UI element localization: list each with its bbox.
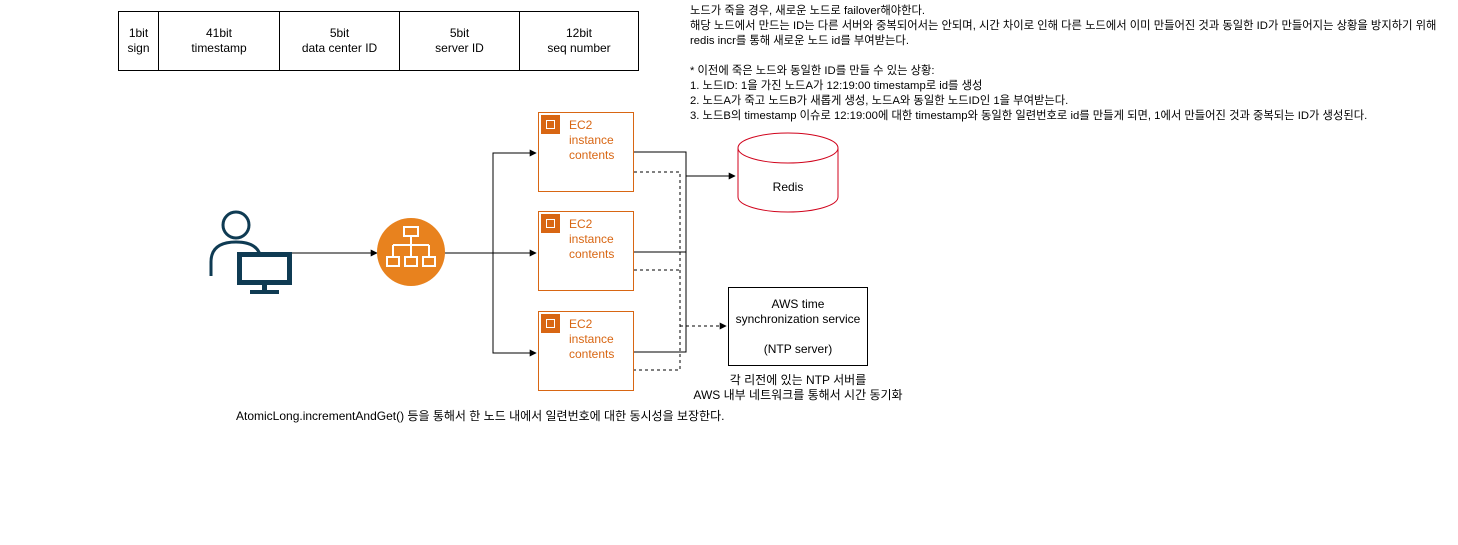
ec2-to-ntp-connector bbox=[634, 171, 681, 371]
ec2-chip-icon bbox=[541, 314, 560, 333]
id-cell-bits: 12bit bbox=[565, 26, 593, 40]
note-line: 2. 노드A가 죽고 노드B가 새롭게 생성, 노드A와 동일한 노드ID인 1… bbox=[690, 95, 1069, 107]
id-cell-bits: 5bit bbox=[329, 26, 350, 40]
aws-time-label: (NTP server) bbox=[763, 341, 833, 356]
id-cell-label: timestamp bbox=[191, 41, 247, 55]
aws-time-label: synchronization service bbox=[735, 311, 861, 326]
ec2-label: EC2 bbox=[569, 118, 593, 132]
id-cell-label: server ID bbox=[435, 41, 484, 55]
id-cell-seq-number: 12bit seq number bbox=[519, 12, 638, 70]
note-line: 1. 노드ID: 1을 가진 노드A가 12:19:00 timestamp로 … bbox=[690, 80, 983, 92]
ec2-label: contents bbox=[569, 148, 615, 162]
id-cell-bits: 5bit bbox=[449, 26, 470, 40]
ec2-label: instance bbox=[569, 332, 614, 346]
aws-time-caption: 각 리전에 있는 NTP 서버를 AWS 내부 네트워크를 통해서 시간 동기화 bbox=[690, 373, 906, 403]
aws-caption-line: 각 리전에 있는 NTP 서버를 bbox=[729, 373, 867, 387]
database-cylinder-icon bbox=[737, 132, 839, 213]
ec2-chip-icon bbox=[541, 214, 560, 233]
aws-caption-line: AWS 내부 네트워크를 통해서 시간 동기화 bbox=[693, 388, 903, 402]
ec2-label: instance bbox=[569, 232, 614, 246]
ec2-label: contents bbox=[569, 247, 615, 261]
note-line: 3. 노드B의 timestamp 이슈로 12:19:00에 대한 times… bbox=[690, 110, 1368, 122]
id-cell-label: data center ID bbox=[301, 41, 378, 55]
user-with-monitor-icon bbox=[209, 210, 292, 294]
note-line: 해당 노드에서 만드는 ID는 다른 서버와 중복되어서는 안되며, 시간 차이… bbox=[690, 20, 1437, 32]
lb-to-ec2-1-arrow bbox=[445, 149, 537, 254]
ec2-instance-1: EC2 instance contents bbox=[538, 112, 634, 192]
aws-time-label: AWS time bbox=[771, 296, 825, 311]
redis-label: Redis bbox=[772, 180, 804, 194]
ec2-label: contents bbox=[569, 347, 615, 361]
id-cell-label: sign bbox=[127, 41, 150, 55]
ec2-instance-2: EC2 instance contents bbox=[538, 211, 634, 291]
id-cell-bits: 41bit bbox=[205, 26, 233, 40]
failover-notes: 노드가 죽을 경우, 새로운 노드로 failover해야한다. 해당 노드에서… bbox=[690, 4, 1436, 124]
load-balancer-icon bbox=[377, 218, 445, 286]
id-cell-label: seq number bbox=[547, 41, 611, 55]
aws-time-sync-box: AWS time synchronization service (NTP se… bbox=[728, 287, 868, 366]
id-bit-layout-table: 1bit sign 41bit timestamp 5bit data cent… bbox=[118, 11, 639, 71]
ec2-label: EC2 bbox=[569, 317, 593, 331]
id-cell-timestamp: 41bit timestamp bbox=[158, 12, 279, 70]
note-line: redis incr를 통해 새로운 노드 id를 부여받는다. bbox=[690, 35, 909, 47]
ec2-label: instance bbox=[569, 133, 614, 147]
concurrency-note: AtomicLong.incrementAndGet() 등을 통해서 한 노드… bbox=[236, 409, 725, 423]
ec2-chip-icon bbox=[541, 115, 560, 134]
ec2-label: EC2 bbox=[569, 217, 593, 231]
id-cell-sign: 1bit sign bbox=[119, 12, 158, 70]
id-cell-data-center: 5bit data center ID bbox=[279, 12, 399, 70]
note-line: * 이전에 죽은 노드와 동일한 ID를 만들 수 있는 상황: bbox=[690, 65, 935, 77]
note-line: 노드가 죽을 경우, 새로운 노드로 failover해야한다. bbox=[690, 5, 926, 17]
ec2-instance-3: EC2 instance contents bbox=[538, 311, 634, 391]
id-cell-bits: 1bit bbox=[128, 26, 149, 40]
lb-to-ec2-3-arrow bbox=[492, 253, 537, 357]
id-cell-server-id: 5bit server ID bbox=[399, 12, 519, 70]
